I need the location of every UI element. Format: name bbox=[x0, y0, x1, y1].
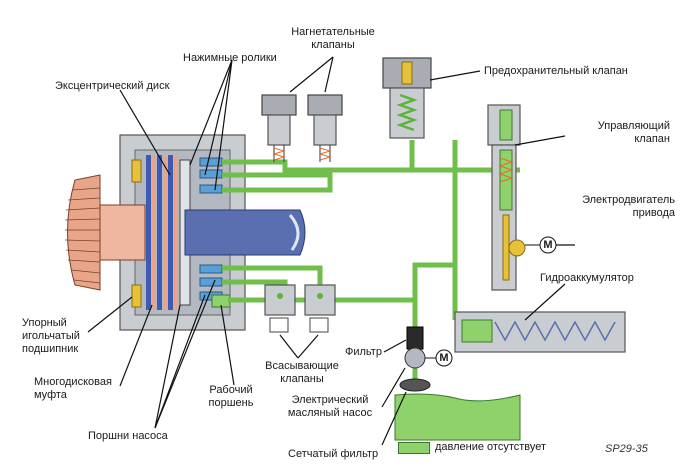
label-eccentric-disc: Эксцентрический диск bbox=[55, 80, 170, 92]
label-strainer: Сетчатый фильтр bbox=[288, 448, 379, 460]
oil-sump bbox=[394, 393, 521, 441]
shaft-cut-mark bbox=[288, 214, 300, 251]
label-filter: Фильтр bbox=[345, 346, 382, 358]
figure-code: SP29-35 bbox=[605, 443, 648, 455]
label-accumulator: Гидроаккумулятор bbox=[540, 272, 634, 284]
hydraulic-accumulator bbox=[454, 311, 626, 353]
label-drive-motor: Электродвигатель привода bbox=[582, 194, 675, 219]
filter bbox=[406, 326, 424, 350]
thrust-bearing-bottom bbox=[131, 284, 142, 308]
multiplate-pack bbox=[146, 155, 178, 310]
label-pump-pistons: Поршни насоса bbox=[88, 430, 168, 442]
thrust-bearing-top bbox=[131, 159, 142, 183]
electric-oil-pump bbox=[404, 347, 453, 369]
legend-swatch bbox=[398, 442, 430, 454]
leader-lines bbox=[87, 56, 575, 446]
label-multiplate-clutch: Многодисковая муфта bbox=[34, 376, 112, 401]
label-pressure-rollers: Нажимные ролики bbox=[183, 52, 277, 64]
label-suction-valves: Всасывающие клапаны bbox=[265, 360, 339, 385]
control-valve bbox=[487, 104, 521, 291]
motor-symbol-pump: M bbox=[439, 352, 449, 364]
strainer bbox=[399, 378, 431, 392]
crown-gear bbox=[64, 174, 101, 291]
drive-motor-gear bbox=[508, 239, 526, 257]
label-working-piston: Рабочий поршень bbox=[208, 384, 254, 409]
pressure-valve-1 bbox=[261, 94, 297, 162]
legend-no-pressure: давление отсутствует bbox=[435, 441, 547, 453]
label-electric-oil-pump: Электрический масляный насос bbox=[287, 394, 373, 419]
label-control-valve: Управляющий клапан bbox=[597, 120, 670, 145]
suction-valve-1 bbox=[264, 284, 296, 333]
label-thrust-bearing: Упорный игольчатый подшипник bbox=[22, 317, 80, 355]
safety-valve bbox=[382, 57, 432, 139]
motor-symbol-drive: M bbox=[543, 239, 553, 251]
pressure-valve-2 bbox=[307, 94, 343, 162]
suction-valve-2 bbox=[304, 284, 336, 333]
label-pressure-valves: Нагнетательные клапаны bbox=[291, 26, 375, 51]
input-shaft bbox=[99, 204, 146, 261]
label-safety-valve: Предохранительный клапан bbox=[484, 65, 628, 77]
output-shaft bbox=[184, 209, 306, 256]
